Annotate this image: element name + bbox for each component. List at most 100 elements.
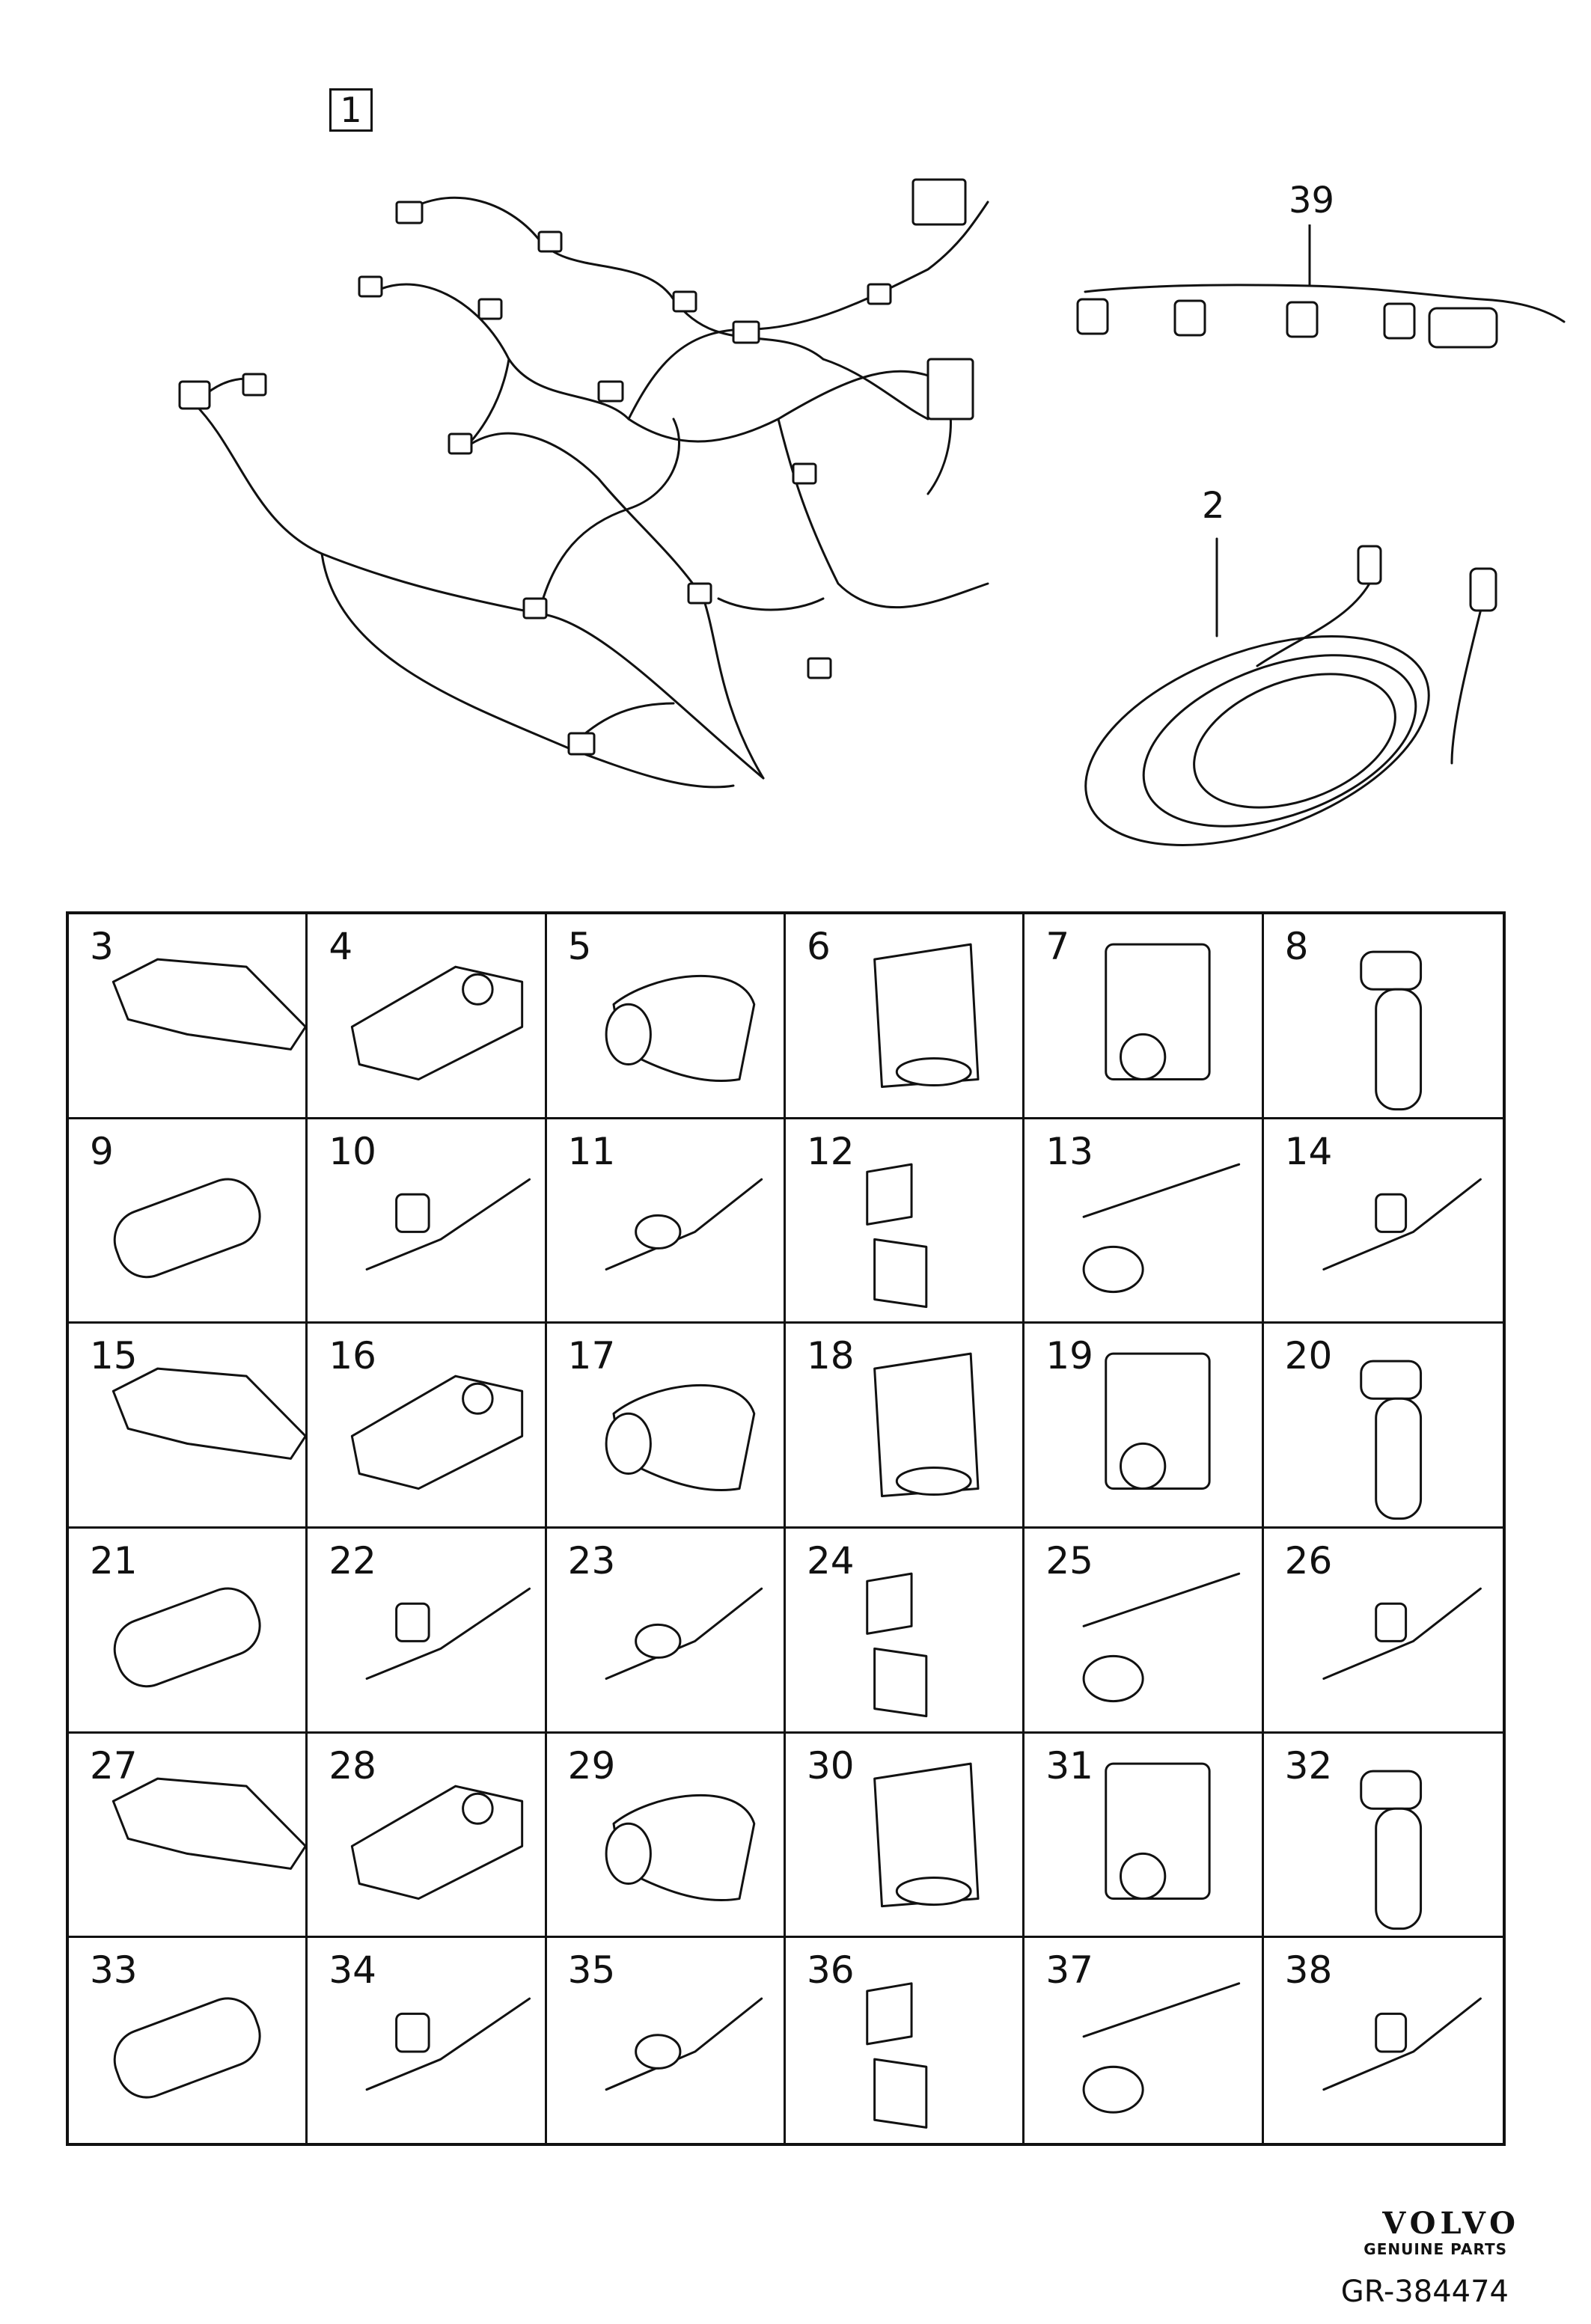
part-illustration — [866, 1982, 928, 2129]
part-number: 16 — [329, 1334, 376, 1378]
part-number: 23 — [567, 1538, 616, 1583]
part-cell-33: 33 — [69, 1938, 308, 2143]
part-cell-38: 38 — [1264, 1938, 1503, 2143]
part-number: 4 — [329, 925, 353, 968]
part-cell-31: 31 — [1024, 1733, 1264, 1939]
injector-harness-callout: 39 — [1289, 180, 1335, 221]
part-cell-11: 11 — [546, 1119, 786, 1324]
part-cell-7: 7 — [1024, 914, 1264, 1119]
part-cell-19: 19 — [1024, 1324, 1264, 1529]
part-number: 38 — [1284, 1948, 1333, 1993]
part-illustration — [113, 1997, 261, 2099]
part-cell-26: 26 — [1263, 1529, 1503, 1734]
part-illustration — [1105, 943, 1211, 1081]
part-cell-34: 34 — [308, 1938, 547, 2143]
part-illustration — [1082, 1982, 1241, 2114]
part-illustration — [1105, 1762, 1211, 1900]
genuine-parts-text: GENUINE PARTS — [1364, 2240, 1507, 2258]
part-cell-20: 20 — [1263, 1324, 1503, 1529]
part-illustration — [866, 1572, 928, 1718]
part-illustration — [1359, 950, 1422, 1111]
part-illustration — [605, 1794, 755, 1901]
volvo-logo: VOLVO — [1382, 2206, 1520, 2241]
part-number: 15 — [90, 1334, 138, 1378]
part-cell-15: 15 — [69, 1324, 308, 1529]
part-cell-22: 22 — [308, 1528, 547, 1734]
injector-harness-drawing — [1076, 224, 1566, 349]
part-illustration — [351, 1785, 524, 1900]
part-cell-4: 4 — [308, 914, 547, 1119]
part-cell-6: 6 — [786, 914, 1025, 1119]
part-number: 7 — [1045, 925, 1070, 968]
part-number: 20 — [1284, 1334, 1333, 1378]
part-illustration — [873, 1352, 980, 1498]
part-number: 25 — [1045, 1538, 1093, 1583]
cable-drawing — [1084, 537, 1497, 846]
part-illustration — [1322, 1997, 1482, 2091]
part-number: 35 — [567, 1948, 616, 1993]
part-number: 30 — [807, 1743, 855, 1788]
part-illustration — [351, 965, 524, 1081]
part-illustration — [351, 1374, 524, 1490]
part-illustration — [112, 1367, 306, 1461]
main-harness-callout: 1 — [329, 88, 373, 132]
part-number: 6 — [807, 925, 831, 968]
part-illustration — [605, 974, 755, 1083]
part-cell-9: 9 — [69, 1119, 308, 1324]
part-cell-27: 27 — [69, 1733, 308, 1939]
part-number: 8 — [1284, 925, 1309, 968]
part-number: 17 — [567, 1334, 616, 1378]
diagram-reference: GR-384474 — [1340, 2275, 1509, 2309]
part-illustration — [365, 1178, 531, 1270]
part-illustration — [1322, 1587, 1482, 1680]
part-number: 14 — [1284, 1129, 1333, 1173]
part-illustration — [605, 1997, 763, 2091]
part-illustration — [112, 958, 306, 1051]
part-cell-10: 10 — [308, 1119, 547, 1324]
part-illustration — [365, 1997, 531, 2091]
part-number: 21 — [90, 1538, 138, 1583]
part-number: 26 — [1284, 1538, 1333, 1583]
part-number: 33 — [90, 1948, 138, 1993]
part-illustration — [1359, 1770, 1422, 1930]
part-cell-3: 3 — [69, 914, 308, 1119]
part-cell-13: 13 — [1024, 1119, 1264, 1324]
part-cell-18: 18 — [786, 1324, 1025, 1529]
part-number: 34 — [329, 1948, 376, 1993]
part-illustration — [866, 1163, 928, 1308]
part-cell-12: 12 — [786, 1119, 1025, 1324]
part-cell-8: 8 — [1263, 914, 1503, 1119]
part-cell-14: 14 — [1263, 1119, 1503, 1324]
part-cell-37: 37 — [1024, 1938, 1264, 2143]
part-cell-25: 25 — [1024, 1528, 1264, 1734]
part-number: 12 — [807, 1129, 855, 1173]
part-illustration — [113, 1587, 261, 1688]
part-number: 27 — [90, 1743, 138, 1788]
part-number: 11 — [567, 1129, 616, 1173]
part-number: 13 — [1045, 1129, 1093, 1173]
part-cell-36: 36 — [786, 1938, 1025, 2143]
part-illustration — [605, 1178, 763, 1270]
part-illustration — [873, 1762, 980, 1907]
part-number: 10 — [329, 1129, 376, 1173]
part-number: 18 — [807, 1334, 855, 1378]
part-number: 5 — [567, 925, 592, 968]
part-cell-23: 23 — [546, 1528, 786, 1734]
part-cell-28: 28 — [308, 1733, 547, 1939]
part-illustration — [1082, 1163, 1241, 1293]
part-number: 9 — [90, 1129, 114, 1173]
part-illustration — [1082, 1572, 1241, 1703]
part-number: 36 — [807, 1948, 855, 1993]
part-illustration — [113, 1178, 261, 1278]
part-number: 31 — [1045, 1743, 1093, 1788]
part-cell-32: 32 — [1263, 1734, 1503, 1939]
part-illustration — [1359, 1360, 1422, 1520]
part-cell-29: 29 — [546, 1733, 786, 1939]
part-illustration — [873, 943, 980, 1089]
cable-callout: 2 — [1202, 485, 1225, 527]
part-number: 22 — [329, 1538, 376, 1583]
part-cell-35: 35 — [547, 1938, 786, 2143]
part-number: 28 — [329, 1743, 376, 1788]
part-number: 24 — [807, 1538, 855, 1583]
